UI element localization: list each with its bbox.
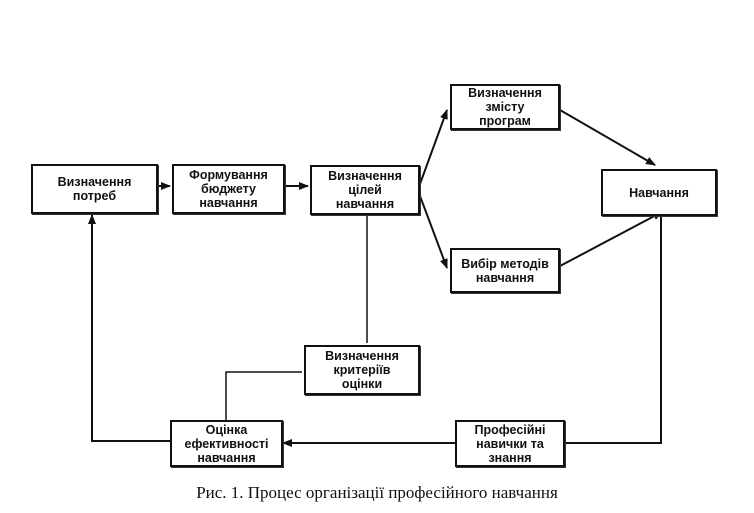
node-needs: Визначення потреб [31, 164, 158, 214]
arrow-methods-to-training [559, 211, 663, 267]
arrow-evaluation-to-needs [88, 214, 170, 442]
line-criteria-to-evaluation [225, 371, 302, 420]
figure-caption: Рис. 1. Процес організації професійного … [196, 483, 558, 502]
node-goals: Визначення цілей навчання [310, 165, 420, 215]
arrow-goals-to-content [419, 109, 448, 185]
node-evaluation: Оцінка ефективності навчання [170, 420, 283, 467]
node-skills: Професійні навички та знання [455, 420, 565, 467]
node-methods: Вибір методів навчання [450, 248, 560, 293]
node-budget: Формування бюджету навчання [172, 164, 285, 214]
node-content: Визначення змісту програм [450, 84, 560, 130]
node-criteria: Визначення критеріїв оцінки [304, 345, 420, 395]
arrow-training-to-skills [565, 216, 662, 444]
node-training: Навчання [601, 169, 717, 216]
arrow-content-to-training [559, 109, 656, 166]
arrow-goals-to-methods [419, 195, 448, 269]
